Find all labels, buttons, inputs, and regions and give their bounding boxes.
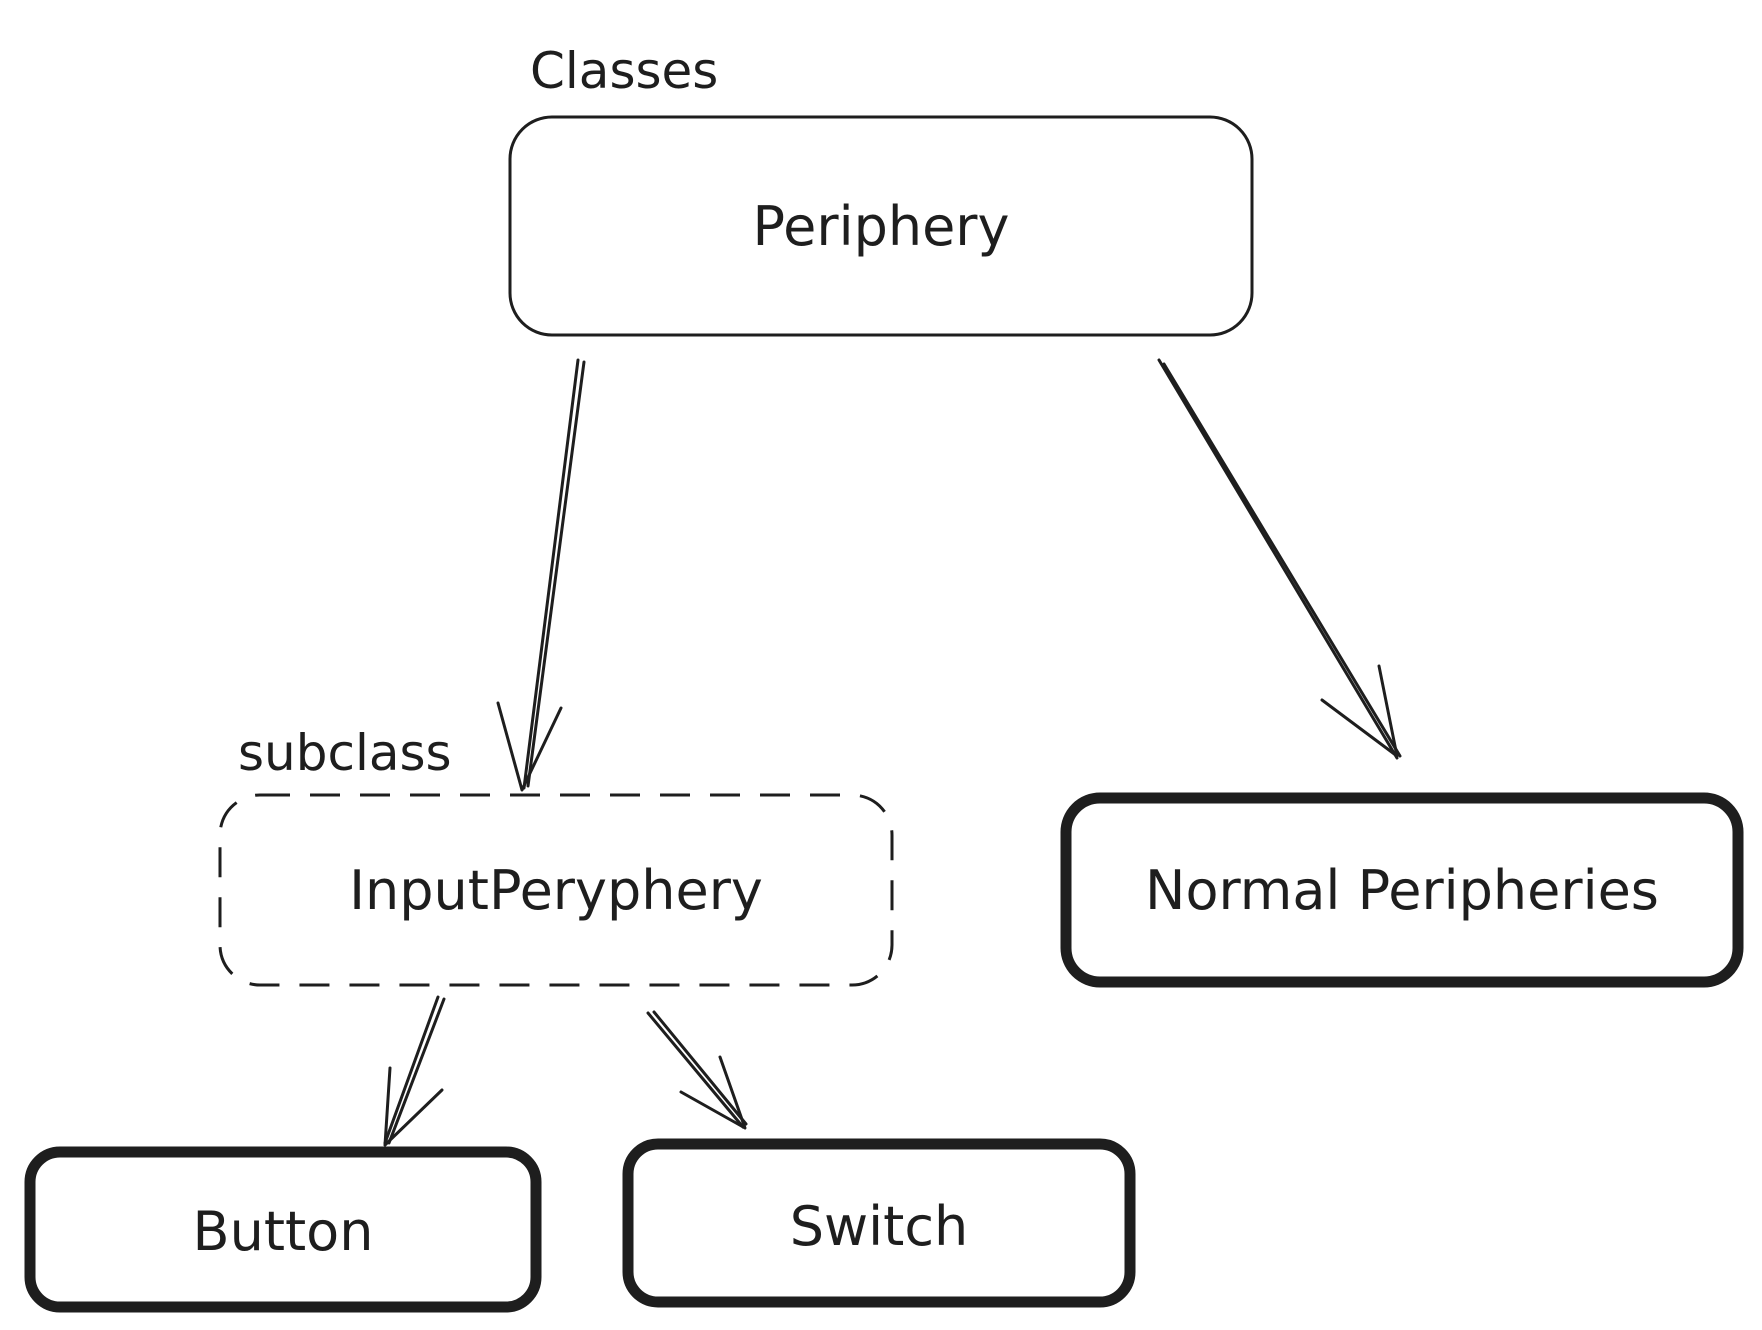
edge-input-perypherry-to-switch	[646, 1010, 748, 1130]
node-input-perypherry[interactable]: InputPeryphery	[218, 793, 894, 987]
node-button-box	[24, 1146, 542, 1313]
node-periphery[interactable]: Periphery	[508, 115, 1254, 337]
node-normal-peripheries-box	[1060, 792, 1744, 988]
edge-periphery-to-input-perypherry	[496, 358, 586, 792]
node-button-label: Button	[193, 1200, 374, 1263]
node-periphery-label: Periphery	[753, 195, 1010, 258]
edge-input-perypherry-to-button	[383, 995, 446, 1147]
subclass-annotation: subclass	[238, 724, 452, 782]
classes-annotation: Classes	[530, 42, 718, 100]
node-switch-box	[622, 1138, 1136, 1308]
node-input-perypherry-label: InputPeryphery	[349, 859, 763, 922]
edge-periphery-to-normal-peripheries	[1157, 358, 1402, 760]
node-switch[interactable]: Switch	[622, 1138, 1136, 1308]
node-normal-peripheries[interactable]: Normal Peripheries	[1060, 792, 1744, 988]
node-normal-peripheries-label: Normal Peripheries	[1145, 859, 1659, 922]
node-button[interactable]: Button	[24, 1146, 542, 1313]
node-switch-label: Switch	[790, 1195, 969, 1258]
node-periphery-box	[508, 115, 1254, 337]
node-input-perypherry-box	[218, 793, 894, 987]
